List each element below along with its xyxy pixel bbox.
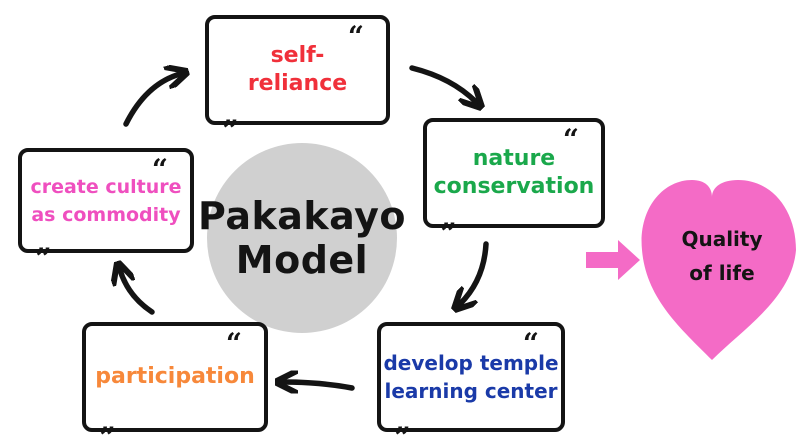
outcome-arrow [586, 240, 640, 280]
step-label-line2: reliance [247, 71, 348, 96]
arrow-develop-to-participation [284, 382, 355, 388]
model-title-line2: Model [235, 238, 369, 282]
arrow-self-to-nature [409, 65, 476, 102]
quote-open-icon: “ [225, 327, 242, 360]
arrow-nature-to-develop [460, 241, 489, 304]
quote-open-icon: “ [151, 153, 168, 186]
quote-close-icon: „ [36, 226, 53, 259]
step-participation: “ „ participation [82, 322, 268, 436]
step-nature-conservation: “ „ nature conservation [423, 118, 605, 232]
step-label-line2: as commodity [31, 203, 181, 226]
step-label-line2: conservation [433, 174, 595, 199]
step-label-line1: self- [270, 43, 325, 68]
arrow-participation-to-culture [120, 270, 155, 315]
step-label-line1: develop temple [383, 351, 559, 375]
step-create-culture: “ „ create culture as commodity [18, 148, 194, 257]
outcome-label-line1: Quality [681, 227, 763, 251]
quote-open-icon: “ [522, 327, 539, 360]
quality-of-life-heart [641, 180, 796, 360]
step-label-line2: learning center [384, 379, 558, 403]
step-label-line1: create culture [30, 175, 182, 198]
step-label-line1: nature [472, 146, 556, 171]
step-self-reliance: “ „ self- reliance [205, 15, 390, 129]
quote-close-icon: „ [441, 201, 458, 234]
model-title-line1: Pakakayo [198, 194, 407, 238]
quote-open-icon: “ [562, 123, 579, 156]
arrow-culture-to-self [123, 74, 180, 127]
model-center-circle: Pakakayo Model [198, 143, 406, 333]
outcome-label: Quality of life [652, 222, 792, 290]
quote-close-icon: „ [100, 405, 117, 438]
outcome-label-line2: of life [689, 261, 755, 285]
step-label-line1: participation [95, 364, 255, 389]
step-develop-temple: “ „ develop temple learning center [377, 322, 565, 436]
quote-close-icon: „ [395, 405, 412, 438]
quote-close-icon: „ [223, 98, 240, 131]
quote-open-icon: “ [347, 20, 364, 53]
